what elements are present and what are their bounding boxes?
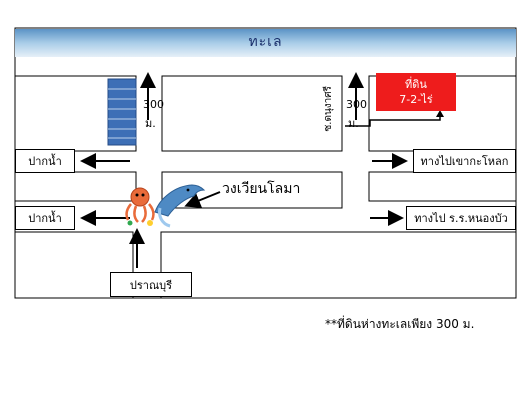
sea-strip [15,29,516,57]
dest-bottom: ปราณบุรี [110,272,192,297]
distance-left-value: 300 [143,98,164,111]
dest-left-upper: ปากน้ำ [15,149,75,173]
dest-left-lower: ปากน้ำ [15,206,75,230]
distance-left-unit: ม. [145,117,156,130]
roundabout-label: วงเวียนโลมา [222,181,301,197]
distance-note: **ที่ดินห่างทะเลเพียง 300 ม. [325,317,475,331]
dest-right-lower: ทางไป ร.ร.หนองบัว [406,206,516,230]
building-icon [107,78,137,146]
land-label: ที่ดิน [405,78,427,91]
land-pointer [345,114,441,127]
arrow-to-roundabout [184,191,221,208]
land-size: 7-2-ไร่ [399,93,433,106]
block-top-middle [161,75,343,152]
dest-right-upper: ทางไปเขากะโหลก [413,149,516,173]
distance-right-value: 300 [346,98,367,111]
distance-right-unit: ม. [348,117,359,130]
dolphin-statue-icon [154,184,206,228]
land-plot: ที่ดิน 7-2-ไร่ [376,73,456,111]
octopus-statue-icon [125,187,155,226]
block-mid-middle [161,171,343,209]
street-label: ซ.ดนุงาศรี [323,86,334,132]
sea-label: ทะเล [248,34,283,50]
block-mid-left [15,171,137,202]
